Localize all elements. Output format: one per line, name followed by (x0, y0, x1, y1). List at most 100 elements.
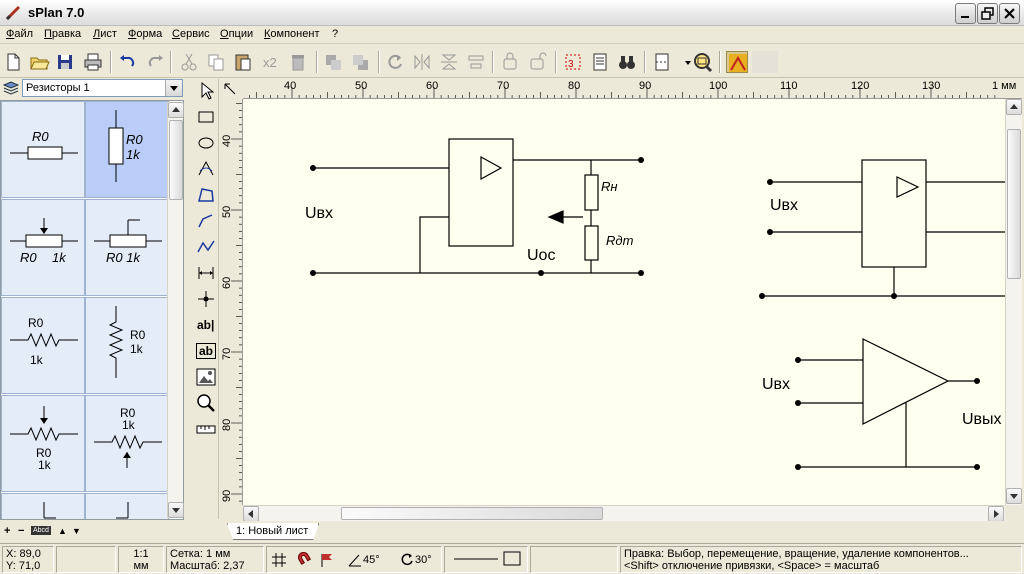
schematic-drawing (310, 138, 1005, 470)
to-front-icon[interactable] (322, 51, 344, 73)
menu-options[interactable]: Опции (220, 28, 254, 40)
line-style[interactable] (444, 546, 528, 573)
paste-icon[interactable] (232, 51, 254, 73)
junction-tool-icon[interactable] (194, 287, 218, 311)
scale-ratio[interactable]: 1:1 мм (118, 546, 164, 573)
image-tool-icon[interactable] (194, 365, 218, 389)
rotation-icon[interactable] (400, 552, 414, 569)
menu-service[interactable]: Сервис (172, 28, 210, 40)
print-button[interactable] (82, 51, 104, 73)
label-uvx-2[interactable]: Uвх (770, 197, 799, 214)
mirror-h-icon[interactable] (411, 51, 433, 73)
menu-file[interactable]: Файл (6, 28, 34, 40)
flag-icon[interactable] (319, 552, 337, 571)
text-tool[interactable]: ab| (197, 318, 215, 332)
text-box-tool[interactable]: ab (194, 339, 218, 363)
undo-button[interactable] (117, 51, 139, 73)
select-tool-icon[interactable] (194, 79, 218, 103)
angle-icon[interactable] (347, 552, 363, 571)
library-select[interactable]: Резисторы 1 (22, 79, 183, 97)
to-back-icon[interactable] (349, 51, 371, 73)
page-layout-dropdown-icon[interactable] (677, 51, 691, 73)
ruler-corner[interactable] (219, 79, 243, 99)
zoom-fit-icon[interactable] (691, 51, 713, 73)
rotate-icon[interactable] (384, 51, 406, 73)
save-file-button[interactable] (54, 51, 76, 73)
bezier-tool-icon[interactable] (194, 157, 218, 181)
highlight-mode-icon[interactable] (726, 51, 748, 73)
tab-sheet-1[interactable]: 1: Новый лист (227, 523, 319, 540)
potentiometer-zigzag-b-component[interactable]: R0 1k (85, 395, 169, 492)
copy-icon[interactable] (205, 51, 227, 73)
mirror-v-icon[interactable] (438, 51, 460, 73)
zoom-tool-icon[interactable] (194, 391, 218, 415)
chevron-down-icon[interactable] (165, 80, 182, 96)
find-binoculars-icon[interactable] (616, 51, 638, 73)
add-library-button[interactable]: + (4, 525, 11, 537)
ruler-top-tick: 130 (922, 80, 941, 92)
resistor-horizontal-component[interactable]: R0 (1, 101, 85, 198)
label-rn[interactable]: Rн (601, 179, 618, 194)
redo-button[interactable] (144, 51, 166, 73)
label-uvyx[interactable]: Uвых (962, 411, 1002, 428)
drawing-canvas[interactable]: Uвх Uос Rн Rдт Uвх Uвх Uвых (243, 99, 1005, 505)
menu-form[interactable]: Форма (128, 28, 163, 40)
component-editor-icon[interactable]: 3 (562, 51, 584, 73)
canvas-vertical-scrollbar[interactable] (1005, 99, 1022, 505)
ellipse-tool-icon[interactable] (194, 131, 218, 155)
component-value: 1k (126, 147, 140, 162)
cursor-coords: X: 89,0 Y: 71,0 (2, 546, 54, 573)
close-button[interactable] (999, 3, 1020, 24)
trimmer-resistor-component[interactable]: R0 1k (85, 199, 169, 296)
component-label: R0 1k (106, 250, 140, 265)
page-layout-icon[interactable] (651, 51, 673, 73)
component-label: R0 (126, 132, 143, 147)
library-scrollbar[interactable] (167, 102, 184, 518)
ruler-left-tick: 70 (221, 347, 233, 360)
parts-list-icon[interactable] (589, 51, 611, 73)
label-rdt[interactable]: Rдт (606, 233, 634, 248)
open-file-button[interactable] (28, 51, 50, 73)
remove-library-button[interactable]: − (18, 525, 25, 537)
library-item-partial[interactable] (1, 493, 85, 519)
measure-tool-icon[interactable] (194, 417, 218, 441)
angle-step-2[interactable]: 30° (415, 554, 432, 566)
cut-icon[interactable] (178, 51, 200, 73)
new-file-button[interactable] (2, 51, 24, 73)
grid-toggle-icon[interactable] (271, 552, 287, 571)
resistor-zigzag-component[interactable]: R0 1k (1, 297, 85, 394)
polyline-tool-icon[interactable] (194, 235, 218, 259)
line-tool-icon[interactable] (194, 209, 218, 233)
label-uvx-1[interactable]: Uвх (305, 205, 334, 222)
menu-edit[interactable]: Правка (44, 28, 82, 40)
move-up-button[interactable]: ▲ (58, 526, 67, 536)
menu-sheet[interactable]: Лист (93, 28, 117, 40)
canvas-horizontal-scrollbar[interactable] (243, 505, 1005, 522)
rectangle-tool-icon[interactable] (194, 105, 218, 129)
duplicate-button[interactable]: x2 (263, 55, 277, 70)
angle-step-1[interactable]: 45° (363, 554, 380, 566)
potentiometer-component[interactable]: R0 1k (1, 199, 85, 296)
resistor-zigzag-vertical-component[interactable]: R0 1k (85, 297, 169, 394)
move-down-button[interactable]: ▼ (72, 526, 81, 536)
library-item-partial[interactable] (85, 493, 169, 519)
dimension-tool-icon[interactable] (194, 261, 218, 285)
align-icon[interactable] (465, 51, 487, 73)
resistor-vertical-component[interactable]: R0 1k (85, 101, 169, 198)
label-uos[interactable]: Uос (527, 247, 556, 264)
minimize-button[interactable] (955, 3, 976, 24)
color-swatch[interactable] (752, 51, 778, 73)
ruler-left-tick: 90 (221, 489, 233, 502)
label-uvx-3[interactable]: Uвх (762, 376, 791, 393)
potentiometer-zigzag-component[interactable]: R0 1k (1, 395, 85, 492)
menu-component[interactable]: Компонент (264, 28, 320, 40)
group-icon[interactable] (499, 51, 521, 73)
delete-icon[interactable] (287, 51, 309, 73)
snap-magnet-icon[interactable] (297, 551, 315, 571)
polygon-tool-icon[interactable] (194, 183, 218, 207)
menu-help[interactable]: ? (332, 28, 339, 40)
ungroup-icon[interactable] (526, 51, 548, 73)
restore-button[interactable] (977, 3, 998, 24)
component-value: 1k (30, 353, 43, 367)
rename-library-button[interactable]: Abcd (31, 526, 51, 535)
